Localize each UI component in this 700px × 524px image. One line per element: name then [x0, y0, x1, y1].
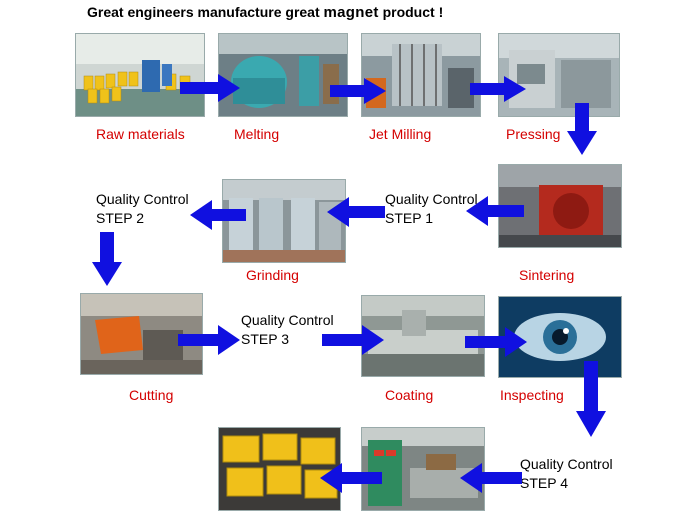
qc1-line2: STEP 1 [385, 210, 433, 226]
arrow-coating-to-inspecting [465, 327, 527, 357]
melting-photo [218, 33, 348, 117]
qc3-line2: STEP 3 [241, 331, 289, 347]
quality-control-step-1: Quality Control STEP 1 [385, 190, 478, 228]
arrow-qc1-to-grinding [327, 197, 385, 227]
arrow-pressing-to-sintering [567, 103, 597, 155]
coating-photo [361, 295, 485, 377]
title-prefix: Great engineers manufacture great [87, 4, 320, 20]
pressing-photo [498, 33, 620, 117]
label-melting: Melting [234, 126, 280, 142]
label-coating: Coating [385, 387, 434, 403]
sintering-photo [498, 164, 622, 248]
label-cutting: Cutting [129, 387, 174, 403]
label-sintering: Sintering [519, 267, 575, 283]
label-grinding: Grinding [246, 267, 299, 283]
grinding-photo [222, 179, 346, 263]
qc1-line1: Quality Control [385, 191, 478, 207]
quality-control-step-3: Quality Control STEP 3 [241, 311, 334, 349]
arrow-qc2-to-cutting [92, 232, 122, 286]
arrow-grinding-to-qc2 [190, 200, 246, 230]
packaged-product-photo [218, 427, 341, 511]
arrow-packing-to-packaged [320, 463, 382, 493]
quality-control-step-2: Quality Control STEP 2 [96, 190, 189, 228]
arrow-sintering-to-qc1 [466, 196, 524, 226]
arrow-qc3-to-coating [322, 325, 384, 355]
arrow-inspecting-to-qc4 [576, 361, 606, 437]
arrow-cutting-to-qc3 [178, 325, 240, 355]
arrow-jet-milling-to-pressing [470, 76, 526, 102]
qc3-line1: Quality Control [241, 312, 334, 328]
packing-station-photo [361, 427, 485, 511]
qc4-line1: Quality Control [520, 456, 613, 472]
label-raw-materials: Raw materials [96, 126, 185, 142]
qc4-line2: STEP 4 [520, 475, 568, 491]
qc2-line1: Quality Control [96, 191, 189, 207]
raw-materials-photo [75, 33, 205, 117]
label-pressing: Pressing [506, 126, 561, 142]
page-title: Great engineers manufacture great magnet… [87, 4, 443, 21]
qc2-line2: STEP 2 [96, 210, 144, 226]
arrow-melting-to-jet-milling [330, 78, 386, 104]
title-emphasis: magnet [323, 4, 379, 21]
quality-control-step-4: Quality Control STEP 4 [520, 455, 613, 493]
arrow-qc4-to-packing [460, 463, 522, 493]
jet-milling-photo [361, 33, 481, 117]
label-inspecting: Inspecting [500, 387, 564, 403]
arrow-raw-to-melting [180, 74, 240, 102]
title-suffix: product ! [382, 4, 444, 20]
label-jet-milling: Jet Milling [369, 126, 432, 142]
